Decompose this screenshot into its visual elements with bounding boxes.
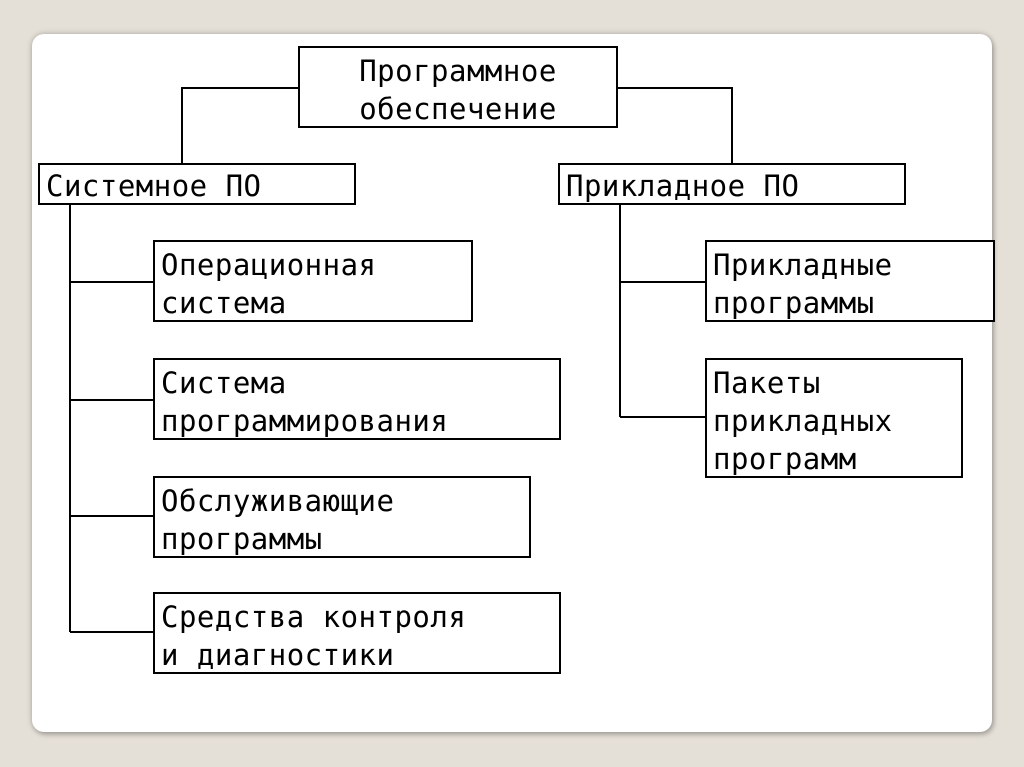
node-application-programs: Прикладные программы — [705, 240, 995, 322]
node-operating-system: Операционная система — [153, 240, 473, 322]
node-utility-programs: Обслуживающие программы — [153, 476, 531, 558]
node-application-packages: Пакеты прикладных программ — [705, 358, 963, 478]
connector-root-application — [617, 87, 733, 165]
node-system-software: Системное ПО — [38, 163, 356, 205]
node-software-root: Программное обеспечение — [298, 46, 618, 128]
node-application-software: Прикладное ПО — [558, 163, 906, 205]
node-diagnostic-tools: Средства контроля и диагностики — [153, 592, 561, 674]
connector-root-system — [181, 87, 298, 165]
node-programming-system: Система программирования — [153, 358, 561, 440]
